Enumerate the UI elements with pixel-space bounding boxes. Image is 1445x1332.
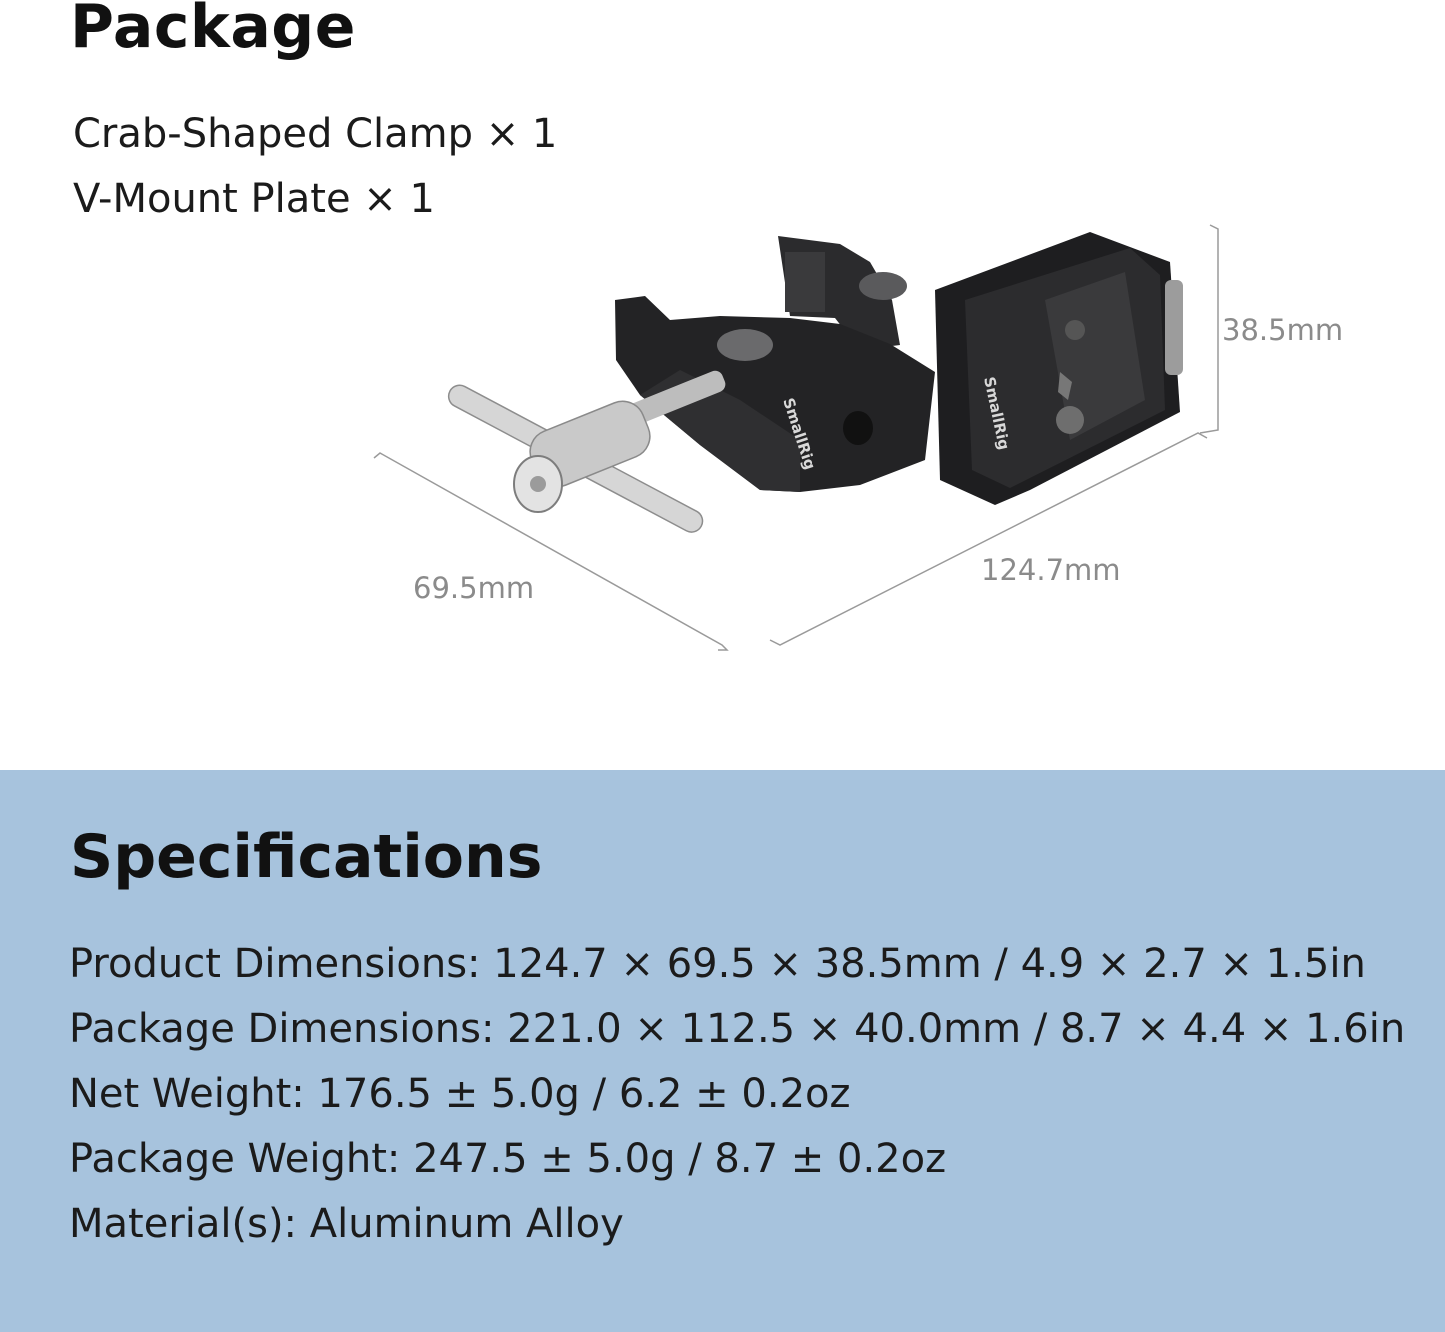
product-figure: 38.5mm 124.7mm 69.5mm SmallRig SmallRig (373, 224, 1343, 651)
spec-item: Package Dimensions: 221.0 × 112.5 × 40.0… (69, 1006, 1406, 1052)
spec-item: Material(s): Aluminum Alloy (69, 1201, 624, 1247)
spec-item: Package Weight: 247.5 ± 5.0g / 8.7 ± 0.2… (69, 1136, 947, 1182)
dim-height-label: 38.5mm (1222, 313, 1343, 347)
spec-item: Product Dimensions: 124.7 × 69.5 × 38.5m… (69, 941, 1366, 987)
specifications-list: Product Dimensions: 124.7 × 69.5 × 38.5m… (69, 932, 1405, 1257)
spec-item: Net Weight: 176.5 ± 5.0g / 6.2 ± 0.2oz (69, 1071, 851, 1117)
package-title: Package (70, 0, 356, 62)
dimension-lines (373, 224, 1219, 651)
package-list: Crab-Shaped Clamp × 1 V-Mount Plate × 1 (73, 102, 557, 232)
dim-length-label: 124.7mm (981, 553, 1121, 587)
t-handle-screw (447, 370, 726, 533)
specifications-title: Specifications (70, 822, 543, 892)
dim-width-label: 69.5mm (413, 571, 534, 605)
package-item: Crab-Shaped Clamp × 1 (73, 111, 558, 157)
specifications-section: Specifications Product Dimensions: 124.7… (0, 770, 1445, 1332)
clamp-illustration: SmallRig SmallRig (447, 232, 1183, 533)
package-section: Package Crab-Shaped Clamp × 1 V-Mount Pl… (70, 0, 1344, 651)
package-item: V-Mount Plate × 1 (73, 176, 435, 222)
